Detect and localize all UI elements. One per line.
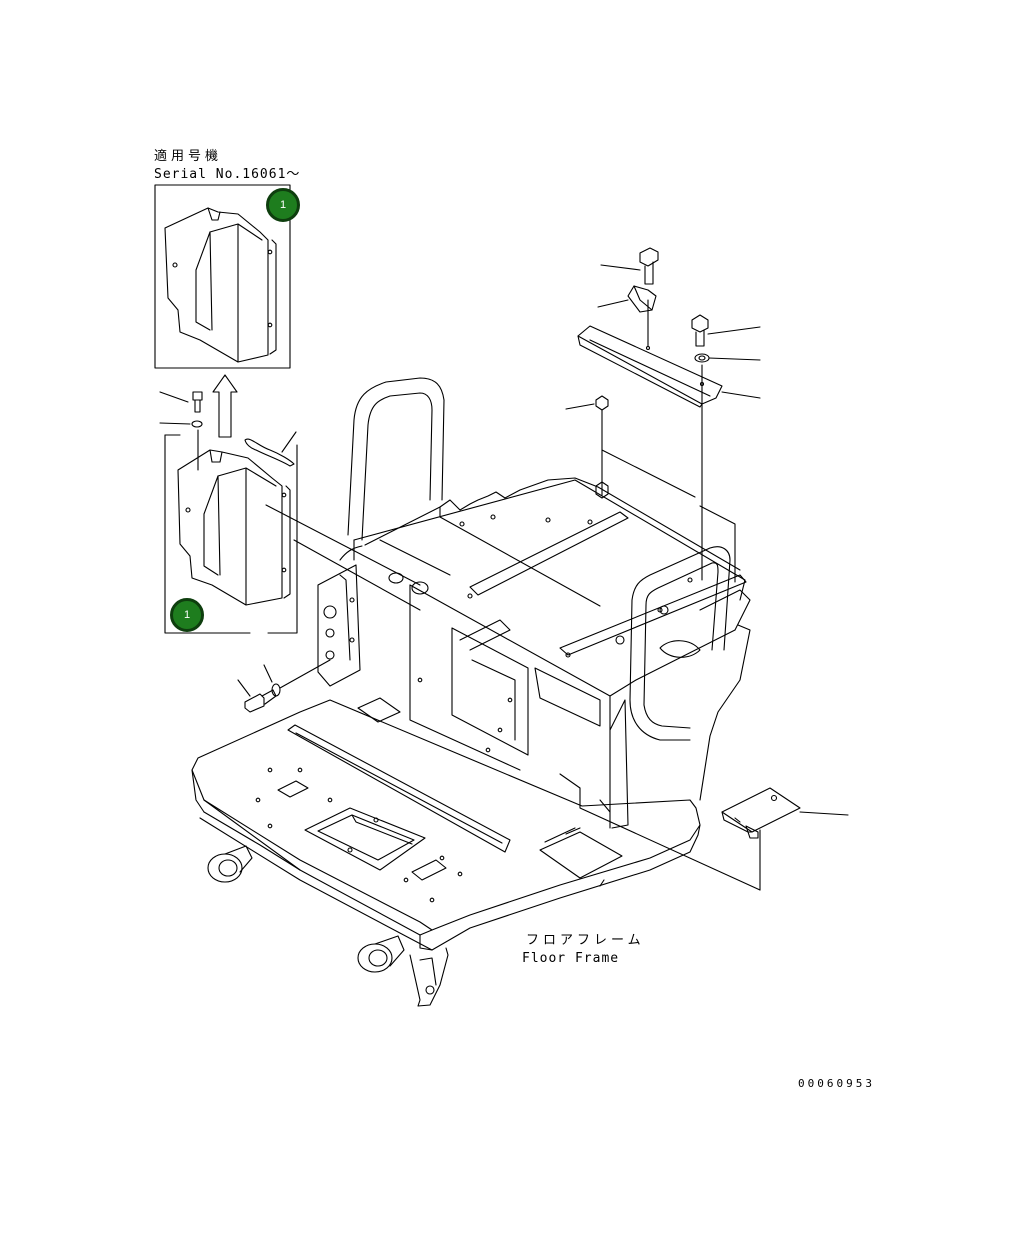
- frame-housing: [353, 477, 751, 829]
- cover-part-bottom: [177, 449, 291, 606]
- floor-plate: [191, 697, 701, 951]
- callout-top[interactable]: 1: [266, 188, 300, 222]
- serial-number-label: Serial No.16061～: [154, 167, 301, 182]
- handrail-left: [339, 377, 445, 561]
- wire-clip: [244, 431, 297, 467]
- cover-plate-right: [721, 787, 849, 839]
- detail-box-bottom: [164, 434, 298, 634]
- cover-part-top: [164, 207, 277, 363]
- detail-box-top: [154, 184, 291, 369]
- nut-mid: [565, 395, 736, 583]
- callout-bottom[interactable]: 1: [170, 598, 204, 632]
- hanger-bolt-top: [600, 247, 659, 347]
- handrail-right: [629, 546, 731, 741]
- drawing-code: 00060953: [798, 1077, 875, 1090]
- side-panel-left: [317, 564, 429, 687]
- assembly-name-en: Floor Frame: [522, 951, 620, 966]
- leader-lines: [265, 504, 761, 891]
- up-arrow-icon: [212, 374, 238, 438]
- mount-wheels: [207, 845, 449, 1007]
- clamp: [597, 285, 657, 313]
- bolt-bottom-left: [237, 659, 331, 713]
- bolt-right: [691, 314, 761, 581]
- bracket-plate: [577, 325, 723, 408]
- bolt-small-left: [159, 391, 203, 471]
- assembly-name-jp: フロアフレーム: [526, 933, 645, 948]
- applicable-serial-label-jp: 適用号機: [154, 149, 223, 164]
